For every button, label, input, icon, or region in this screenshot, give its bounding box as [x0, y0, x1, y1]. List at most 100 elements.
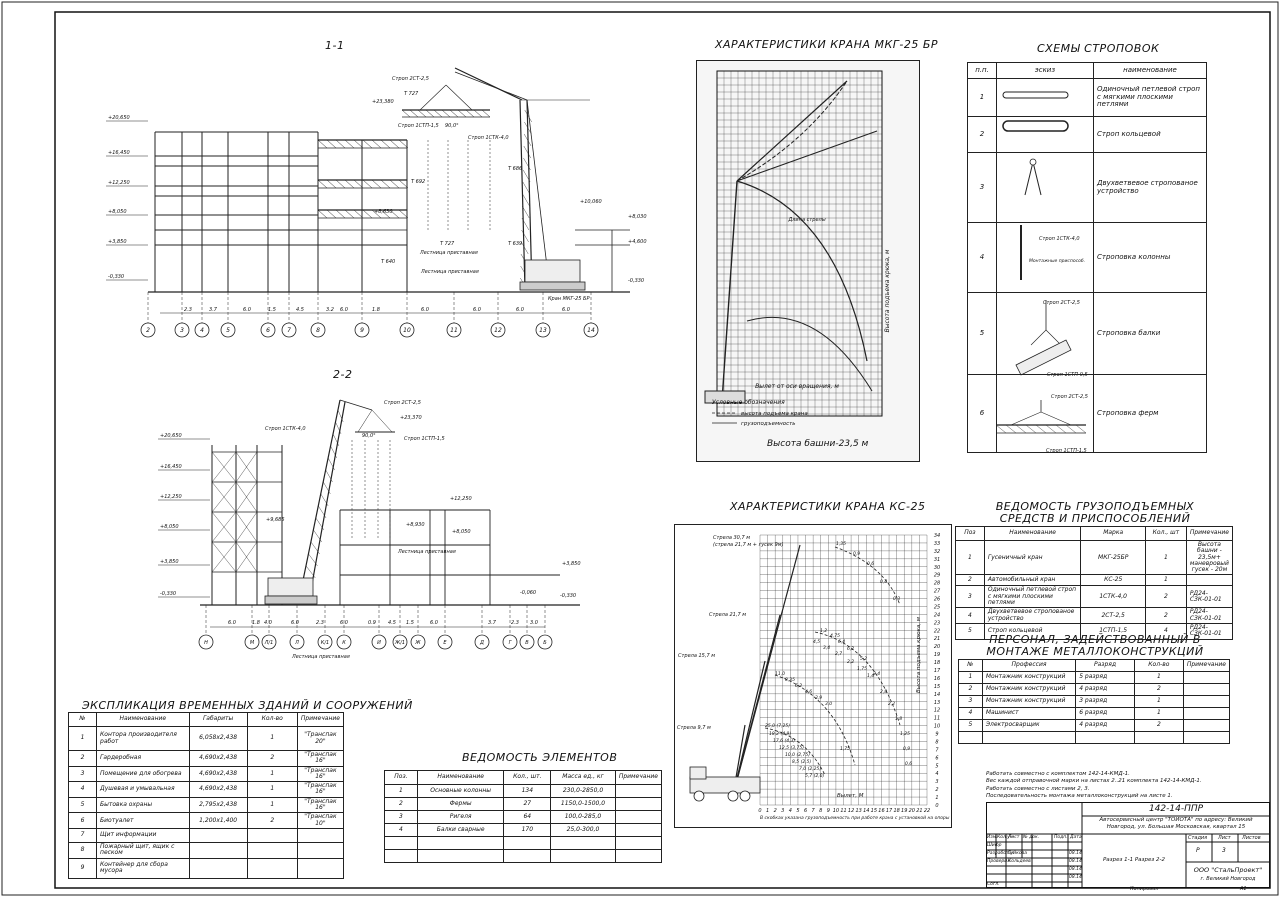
y-tick: 34 [934, 533, 940, 539]
truss-web [371, 179, 382, 189]
truss-web [473, 109, 483, 118]
truss-web [389, 179, 400, 189]
cell [1182, 719, 1231, 732]
cell: Электросварщик [981, 719, 1077, 732]
label-level: +10,060 [580, 199, 602, 205]
capacity-value: 8,35 [785, 677, 795, 683]
boom-1 [732, 614, 781, 796]
crane-lattice [524, 121, 532, 135]
capacity-value: 1,75 [857, 666, 867, 672]
x-tick: 0 [758, 808, 761, 814]
crane-lattice [522, 205, 530, 219]
cell: РД24-СЗК-01-01 [1185, 607, 1234, 624]
capacity-value: 1,35 [836, 541, 846, 547]
y-tick: 24 [934, 612, 940, 618]
dimension: 3.7 [209, 307, 218, 313]
crane-lattice [522, 169, 531, 183]
crane-body [524, 259, 581, 283]
y-tick: 27 [934, 589, 941, 595]
y-tick: 0 [935, 803, 938, 809]
boom-2 [732, 660, 766, 796]
x-tick: 22 [924, 808, 930, 814]
sling-n: 3 [967, 152, 997, 223]
y-tick: 22 [934, 628, 940, 634]
cell: Одиночный петлевой строп с мягкими плоск… [983, 585, 1082, 609]
jib [736, 80, 848, 182]
sling-name: Строповка колонны [1093, 222, 1207, 293]
section-2-2: +20,650+16,450+12,250+8,050+3,850-0,330С… [158, 399, 581, 660]
axis-bubble [399, 322, 415, 338]
truss-web [417, 109, 427, 118]
sling-sketch-6 [996, 374, 1094, 453]
cell [1185, 574, 1234, 587]
truss-web [362, 139, 373, 149]
cell: 64 [503, 810, 552, 824]
dimension: 2.3 [511, 620, 519, 626]
axis-bubble [140, 322, 156, 338]
axis-label: Е [443, 640, 447, 646]
inner-frame [54, 11, 1271, 889]
capacity-value: 3,9 [815, 695, 822, 701]
cell: "Транспак 16" [296, 750, 345, 767]
dimension: 6.0 [562, 307, 570, 313]
sling-name: Строповка балки [1093, 292, 1207, 375]
cell: 1 [246, 781, 298, 798]
capacity-value: 2,8 [880, 689, 887, 695]
cell: Биотуалет [96, 812, 190, 829]
label-ladder: Лестница приставная [419, 250, 478, 256]
elem-col-pos: Поз. [384, 770, 418, 785]
x-tick: 4 [789, 808, 792, 814]
y-tick: 21 [934, 636, 940, 642]
level-mark: +16,450 [160, 464, 182, 470]
axis-label: 4 [200, 327, 204, 334]
dimension: 2.3 [316, 620, 324, 626]
crane-lattice [320, 493, 329, 507]
cell: 3 [955, 585, 985, 609]
y-tick: 13 [934, 700, 940, 706]
crane-base [704, 390, 746, 404]
capacity-value: 1,25 [900, 731, 910, 737]
y-tick: 14 [934, 692, 940, 698]
x-tick: 3 [781, 808, 784, 814]
axis-label: Д [479, 640, 484, 646]
truss-web [317, 209, 328, 219]
label-strop: Строп 2СТ-2,5 [392, 76, 429, 82]
truck-cab [689, 766, 707, 780]
cell: 2 [958, 683, 983, 696]
cell: "Транспак 16" [296, 796, 345, 814]
cell: 1 [384, 784, 418, 798]
cell: 1СТП-1,5 [1080, 622, 1147, 640]
cell: 5 разряд [1075, 671, 1135, 684]
label-strop: Строп 2СТ-2,5 [384, 400, 421, 406]
axis-bubble [519, 634, 535, 650]
y-tick: 8 [935, 739, 938, 745]
sling-col-sketch: эскиз [996, 62, 1094, 79]
capacity-value: 17,6 (4,3) [773, 738, 795, 744]
crane-tower [519, 99, 526, 291]
truss-web [457, 109, 467, 118]
truss-web [398, 209, 409, 219]
cell: 4 [384, 823, 418, 837]
cell: 7 [67, 827, 98, 843]
label-level: +12,250 [450, 496, 472, 502]
cell: "Транспак 10" [296, 812, 345, 829]
y-tick: 26 [934, 597, 940, 603]
cell: 1 [67, 726, 98, 751]
dimension: 6.0 [243, 307, 251, 313]
dimension: 6.0 [291, 620, 299, 626]
axis-label: К [342, 640, 346, 646]
axis-bubble [490, 322, 506, 338]
col-ndok: № док. [1023, 835, 1040, 840]
axis-bubble [474, 634, 490, 650]
axis-bubble [354, 322, 370, 338]
curve-9 [764, 727, 826, 776]
prov-name: Кольдеев [1008, 859, 1031, 864]
axis-bubble [535, 322, 551, 338]
brace [211, 541, 237, 573]
